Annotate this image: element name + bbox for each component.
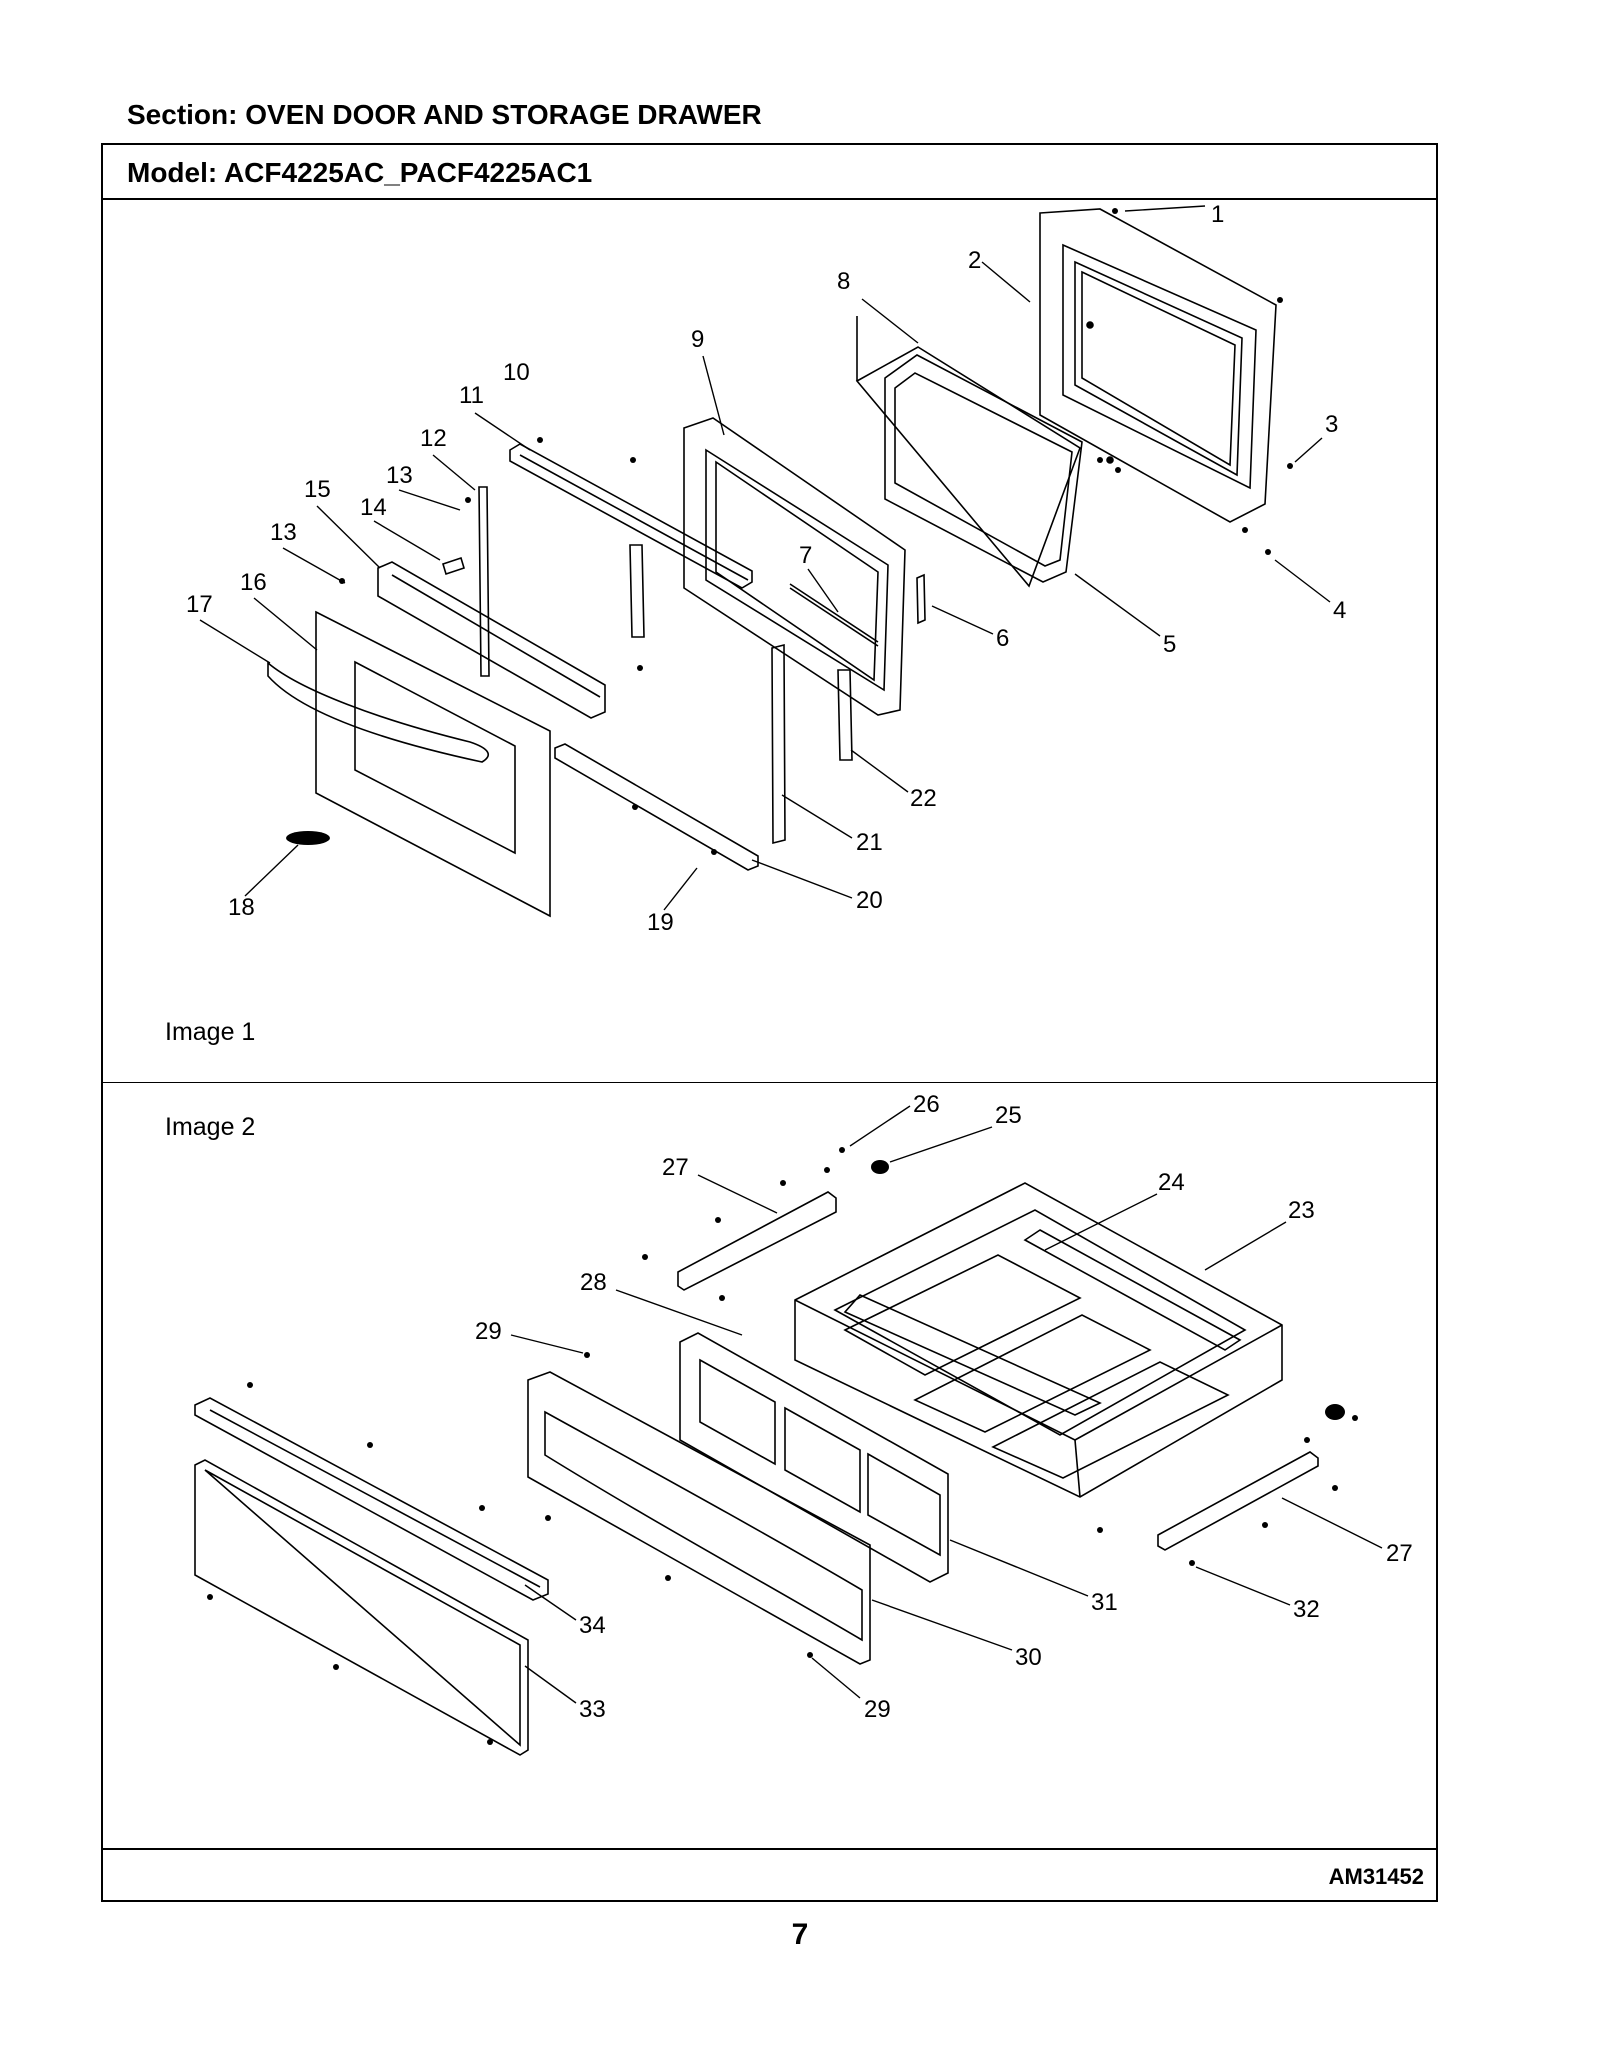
part-33-drawer-outer-front xyxy=(194,1459,529,1756)
image-divider xyxy=(103,1082,1436,1083)
parts-frame: Model: ACF4225AC_PACF4225AC1 AM31452 xyxy=(101,143,1438,1902)
image-1-label: Image 1 xyxy=(165,1018,256,1046)
part-roller-right xyxy=(1325,1404,1345,1420)
leader-lines-image-2 xyxy=(510,1105,1383,1704)
callout-21: 21 xyxy=(856,829,883,856)
callout-9: 9 xyxy=(691,326,704,353)
part-27-slide-lower xyxy=(1157,1451,1319,1551)
leader-lines-image-1 xyxy=(199,205,1331,911)
callout-3: 3 xyxy=(1325,411,1338,438)
callout-25: 25 xyxy=(995,1102,1022,1129)
part-9-door-liner xyxy=(683,417,906,716)
part-23-drawer-body xyxy=(794,1182,1283,1498)
section-title: Section: OVEN DOOR AND STORAGE DRAWER xyxy=(127,99,762,130)
callout-28: 28 xyxy=(580,1269,607,1296)
footer-bar: AM31452 xyxy=(103,1848,1436,1902)
image-2-label: Image 2 xyxy=(165,1113,256,1141)
callout-14: 14 xyxy=(360,494,387,521)
part-27-slide-upper xyxy=(677,1191,837,1291)
callout-7: 7 xyxy=(799,542,812,569)
part-6-clip xyxy=(916,573,926,625)
part-18-oven-logo xyxy=(286,831,330,845)
part-20-bottom-channel xyxy=(554,743,759,871)
callout-12: 12 xyxy=(420,425,447,452)
page-number: 7 xyxy=(791,1918,809,1951)
callout-19: 19 xyxy=(647,909,674,936)
callout-33: 33 xyxy=(579,1696,606,1723)
callout-32: 32 xyxy=(1293,1596,1320,1623)
part-31-drawer-front-frame xyxy=(679,1332,949,1583)
part-5-glass-pack xyxy=(884,354,1083,583)
callout-30: 30 xyxy=(1015,1644,1042,1671)
part-21-side-trim xyxy=(771,643,786,845)
part-2-inner-door-frame xyxy=(1039,208,1277,523)
part-7-door-seal xyxy=(789,583,879,647)
callout-34: 34 xyxy=(579,1612,606,1639)
callout-13b: 13 xyxy=(270,519,297,546)
part-25-roller xyxy=(871,1160,889,1174)
callout-23: 23 xyxy=(1288,1197,1315,1224)
callout-8: 8 xyxy=(837,268,850,295)
callout-29a: 29 xyxy=(475,1318,502,1345)
part-14-latch-block xyxy=(442,556,465,576)
callout-13a: 13 xyxy=(386,462,413,489)
part-15-vent-bracket xyxy=(377,561,606,719)
callout-16: 16 xyxy=(240,569,267,596)
callout-10: 10 xyxy=(503,359,530,386)
document-code: AM31452 xyxy=(1328,1864,1424,1889)
fasteners xyxy=(207,208,1358,1745)
part-24-drawer-liner-pans xyxy=(843,1254,1230,1479)
callout-22: 22 xyxy=(910,785,937,812)
callout-4: 4 xyxy=(1333,597,1346,624)
model-bar: Model: ACF4225AC_PACF4225AC1 xyxy=(103,145,1436,200)
model-title: Model: ACF4225AC_PACF4225AC1 xyxy=(127,157,593,188)
callout-26: 26 xyxy=(913,1091,940,1118)
part-34-top-trim xyxy=(194,1397,549,1601)
part-17-door-handle xyxy=(267,661,490,763)
callout-labels-image-1: 1 2 3 4 5 6 7 8 9 10 11 12 13 13 14 15 1… xyxy=(186,201,1346,936)
callout-15: 15 xyxy=(304,476,331,503)
callout-5: 5 xyxy=(1163,631,1176,658)
callout-6: 6 xyxy=(996,625,1009,652)
part-12-side-trim xyxy=(478,486,490,677)
callout-labels-image-2: 23 24 25 26 27 27 28 29 29 30 31 32 33 3… xyxy=(475,1091,1413,1723)
callout-17: 17 xyxy=(186,591,213,618)
part-30-drawer-front-panel xyxy=(527,1371,871,1665)
callout-11: 11 xyxy=(459,382,484,409)
callout-27a: 27 xyxy=(662,1154,689,1181)
callout-20: 20 xyxy=(856,887,883,914)
callout-31: 31 xyxy=(1091,1589,1118,1616)
part-22-hinge xyxy=(837,669,853,761)
part-hinge-left xyxy=(629,544,645,638)
callout-18: 18 xyxy=(228,894,255,921)
callout-2: 2 xyxy=(968,247,981,274)
part-16-outer-door-panel xyxy=(315,610,551,918)
callout-24: 24 xyxy=(1158,1169,1185,1196)
part-8-door-glass xyxy=(855,316,1081,588)
callout-29b: 29 xyxy=(864,1696,891,1723)
callout-1: 1 xyxy=(1211,201,1224,228)
callout-27b: 27 xyxy=(1386,1540,1413,1567)
